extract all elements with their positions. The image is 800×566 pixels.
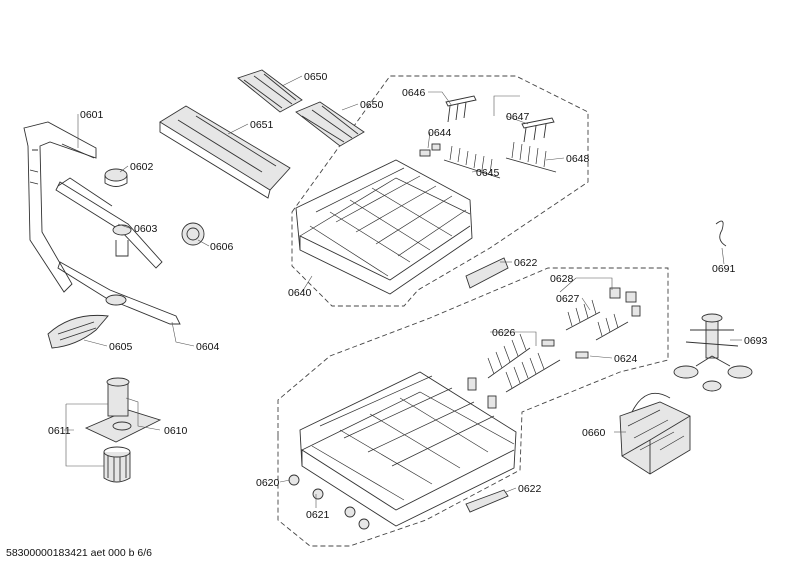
label-0640: 0640 bbox=[288, 287, 312, 299]
label-0604: 0604 bbox=[196, 341, 220, 353]
label-0602: 0602 bbox=[130, 161, 154, 173]
upper-spray-arm-0603 bbox=[55, 177, 163, 269]
upper-basket-0640 bbox=[295, 159, 473, 295]
handle-0622-lower bbox=[465, 489, 509, 513]
label-0621: 0621 bbox=[306, 509, 330, 521]
label-0610: 0610 bbox=[164, 425, 188, 437]
label-0622-lower: 0622 bbox=[518, 483, 542, 495]
label-0626: 0626 bbox=[492, 327, 516, 339]
label-0627: 0627 bbox=[556, 293, 580, 305]
spray-head-0693 bbox=[673, 313, 753, 392]
cutlery-tray-insert-0650-a bbox=[237, 69, 303, 113]
filter-assembly-0610 bbox=[84, 377, 162, 443]
label-0693: 0693 bbox=[744, 335, 768, 347]
cutlery-tray-0651 bbox=[159, 105, 291, 199]
label-0648: 0648 bbox=[566, 153, 590, 165]
label-0622-upper: 0622 bbox=[514, 257, 538, 269]
lower-spray-arm-0604 bbox=[57, 261, 181, 325]
label-0646: 0646 bbox=[402, 87, 426, 99]
nut-0602 bbox=[104, 168, 128, 187]
lower-basket-0620 bbox=[299, 371, 517, 527]
label-0611: 0611 bbox=[48, 425, 71, 437]
label-0650-top: 0650 bbox=[304, 71, 328, 83]
label-0620: 0620 bbox=[256, 477, 280, 489]
handle-0622-upper bbox=[465, 257, 509, 289]
label-0691: 0691 bbox=[712, 263, 736, 275]
upper-basket-group-outline bbox=[291, 75, 589, 307]
clips-0628 bbox=[609, 287, 641, 317]
tine-row-0627 bbox=[565, 299, 629, 341]
label-0606: 0606 bbox=[210, 241, 234, 253]
tine-row-0648 bbox=[505, 141, 557, 173]
label-0601: 0601 bbox=[80, 109, 104, 121]
leader-lines bbox=[64, 75, 742, 508]
label-0644: 0644 bbox=[428, 127, 452, 139]
label-0605: 0605 bbox=[109, 341, 133, 353]
filter-cover-0605 bbox=[47, 314, 109, 349]
label-0651: 0651 bbox=[250, 119, 274, 131]
label-0603: 0603 bbox=[134, 223, 158, 235]
spray-arm-tube-0601 bbox=[23, 121, 97, 293]
cutlery-tray-insert-0650-b bbox=[295, 101, 365, 147]
footer-document-id: 58300000183421 aet 000 b 6/6 bbox=[6, 547, 152, 559]
clip-0691 bbox=[715, 220, 727, 247]
label-0628: 0628 bbox=[550, 273, 574, 285]
lower-basket-group-outline bbox=[277, 267, 669, 547]
wheels-0621 bbox=[288, 474, 370, 530]
cutlery-basket-0660 bbox=[619, 392, 691, 475]
label-0624: 0624 bbox=[614, 353, 638, 365]
label-0647: 0647 bbox=[506, 111, 530, 123]
microfilter-0611 bbox=[103, 446, 131, 483]
tine-row-0626 bbox=[487, 333, 561, 393]
label-0645: 0645 bbox=[476, 167, 500, 179]
label-0660: 0660 bbox=[582, 427, 606, 439]
label-0650-right: 0650 bbox=[360, 99, 384, 111]
clip-0644 bbox=[419, 143, 441, 157]
hinges-0624 bbox=[467, 339, 589, 409]
clip-0647 bbox=[521, 117, 555, 143]
tine-row-0645 bbox=[443, 145, 501, 179]
rack-clip-0646 bbox=[445, 95, 477, 123]
filter-disc-0606 bbox=[181, 222, 205, 246]
